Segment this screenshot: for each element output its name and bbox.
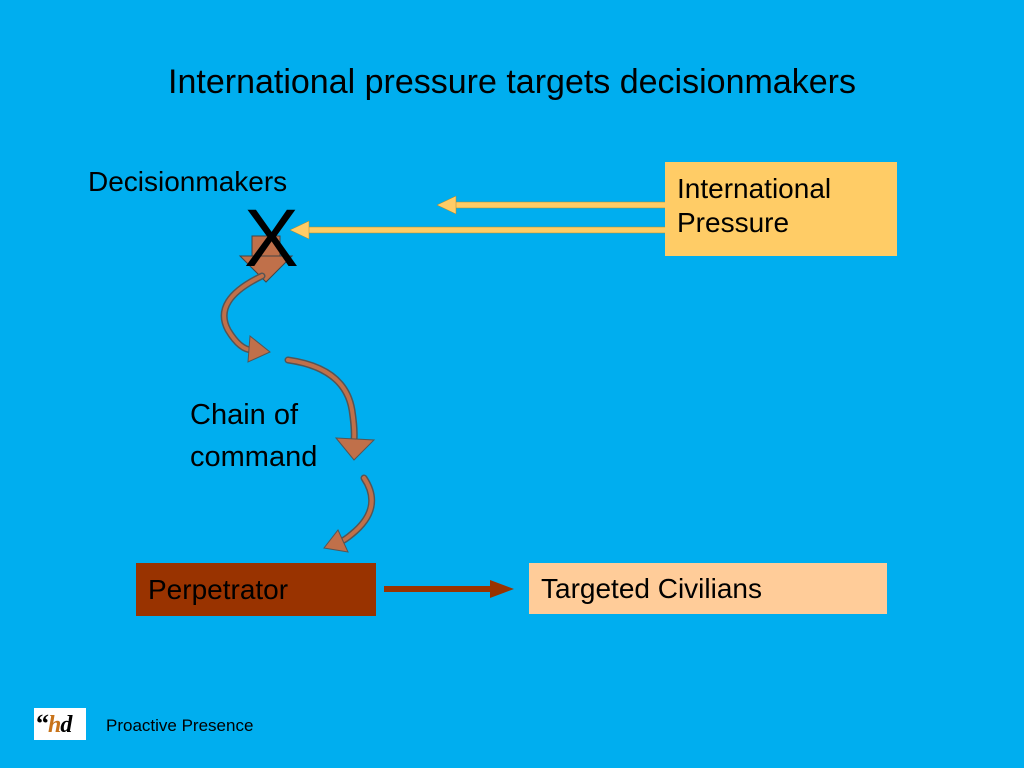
decisionmakers-label: Decisionmakers — [88, 166, 288, 197]
footer-text: Proactive Presence — [106, 716, 254, 735]
chain-of-command-label: Chain of command — [190, 394, 317, 478]
chain-arrow-3 — [323, 474, 376, 553]
chain-arrow-1 — [220, 272, 271, 363]
pressure-line-1: International — [677, 173, 832, 204]
logo-mark: “hd — [36, 709, 72, 738]
targeted-civilians-box: Targeted Civilians — [529, 563, 887, 614]
chain-line-2: command — [190, 441, 318, 473]
pressure-arrow-upper — [436, 195, 667, 215]
perpetrator-to-civilians-arrow — [384, 580, 514, 598]
slide-title: International pressure targets decisionm… — [168, 63, 856, 101]
hd-logo: “hd — [34, 708, 86, 740]
pressure-line-2: Pressure — [677, 207, 790, 238]
perpetrator-box: Perpetrator — [136, 563, 376, 616]
chain-line-1: Chain of — [190, 399, 299, 431]
blocked-x-mark: X — [244, 193, 299, 284]
international-pressure-box: International Pressure — [665, 162, 897, 256]
chain-arrow-2 — [284, 356, 376, 461]
pressure-arrow-lower — [289, 220, 667, 240]
decision-down-arrow — [238, 235, 294, 283]
